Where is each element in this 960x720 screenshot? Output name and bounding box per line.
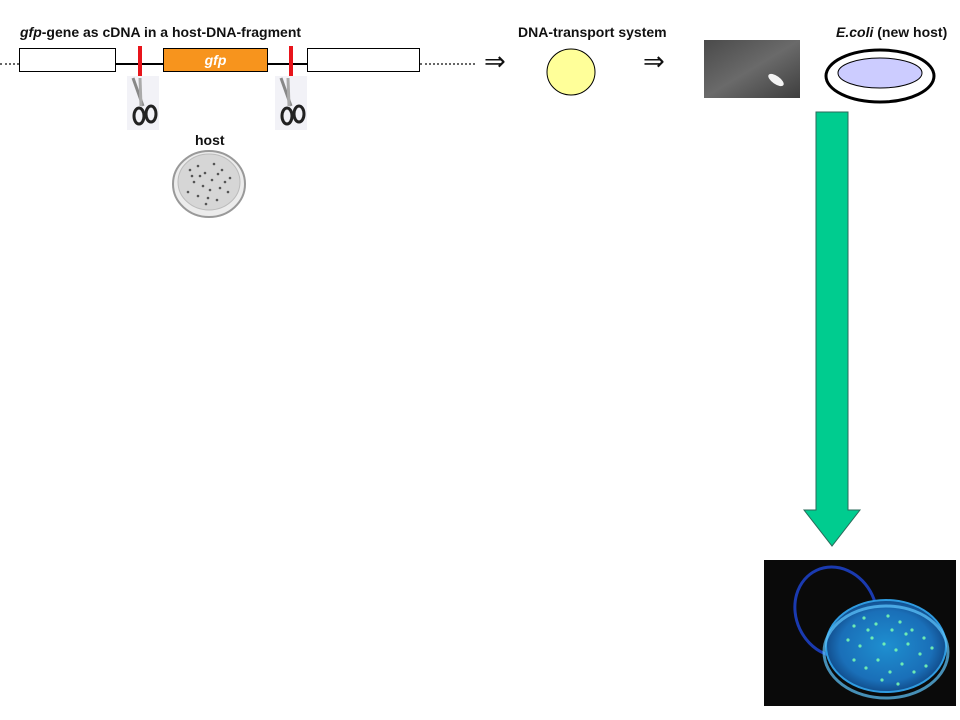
ecoli-cell (824, 48, 936, 104)
bacterium-micrograph-image (704, 40, 800, 98)
host-label: host (195, 132, 225, 148)
fluorescent-petri-dish-image (764, 560, 956, 706)
scissors-icon (275, 76, 307, 130)
right-arrow-icon: ⇒ (484, 46, 506, 76)
host-dna-segment-right (307, 48, 420, 72)
right-arrow-icon: ⇒ (643, 46, 665, 76)
transport-system-label: DNA-transport system (518, 24, 667, 40)
down-arrow-icon (802, 110, 862, 550)
restriction-cut-right (289, 46, 293, 88)
dna-dotted-left (0, 63, 19, 65)
scissors-icon (127, 76, 159, 130)
gene-fragment-title: gfp-gene as cDNA in a host-DNA-fragment (20, 24, 301, 40)
gfp-title-italic: gfp (20, 24, 42, 40)
ecoli-label: E.coli (new host) (836, 24, 947, 40)
ecoli-label-italic: E.coli (836, 24, 874, 40)
dna-dotted-right (420, 63, 475, 65)
transport-circle (546, 48, 596, 96)
gfp-title-rest: -gene as cDNA in a host-DNA-fragment (41, 24, 302, 40)
dna-line-right (268, 63, 307, 65)
gfp-gene-box: gfp (163, 48, 268, 72)
restriction-cut-left (138, 46, 142, 88)
host-dna-segment-left (19, 48, 116, 72)
host-petri-dish-image (170, 148, 248, 220)
gfp-box-label: gfp (204, 52, 227, 68)
ecoli-label-rest: (new host) (873, 24, 948, 40)
